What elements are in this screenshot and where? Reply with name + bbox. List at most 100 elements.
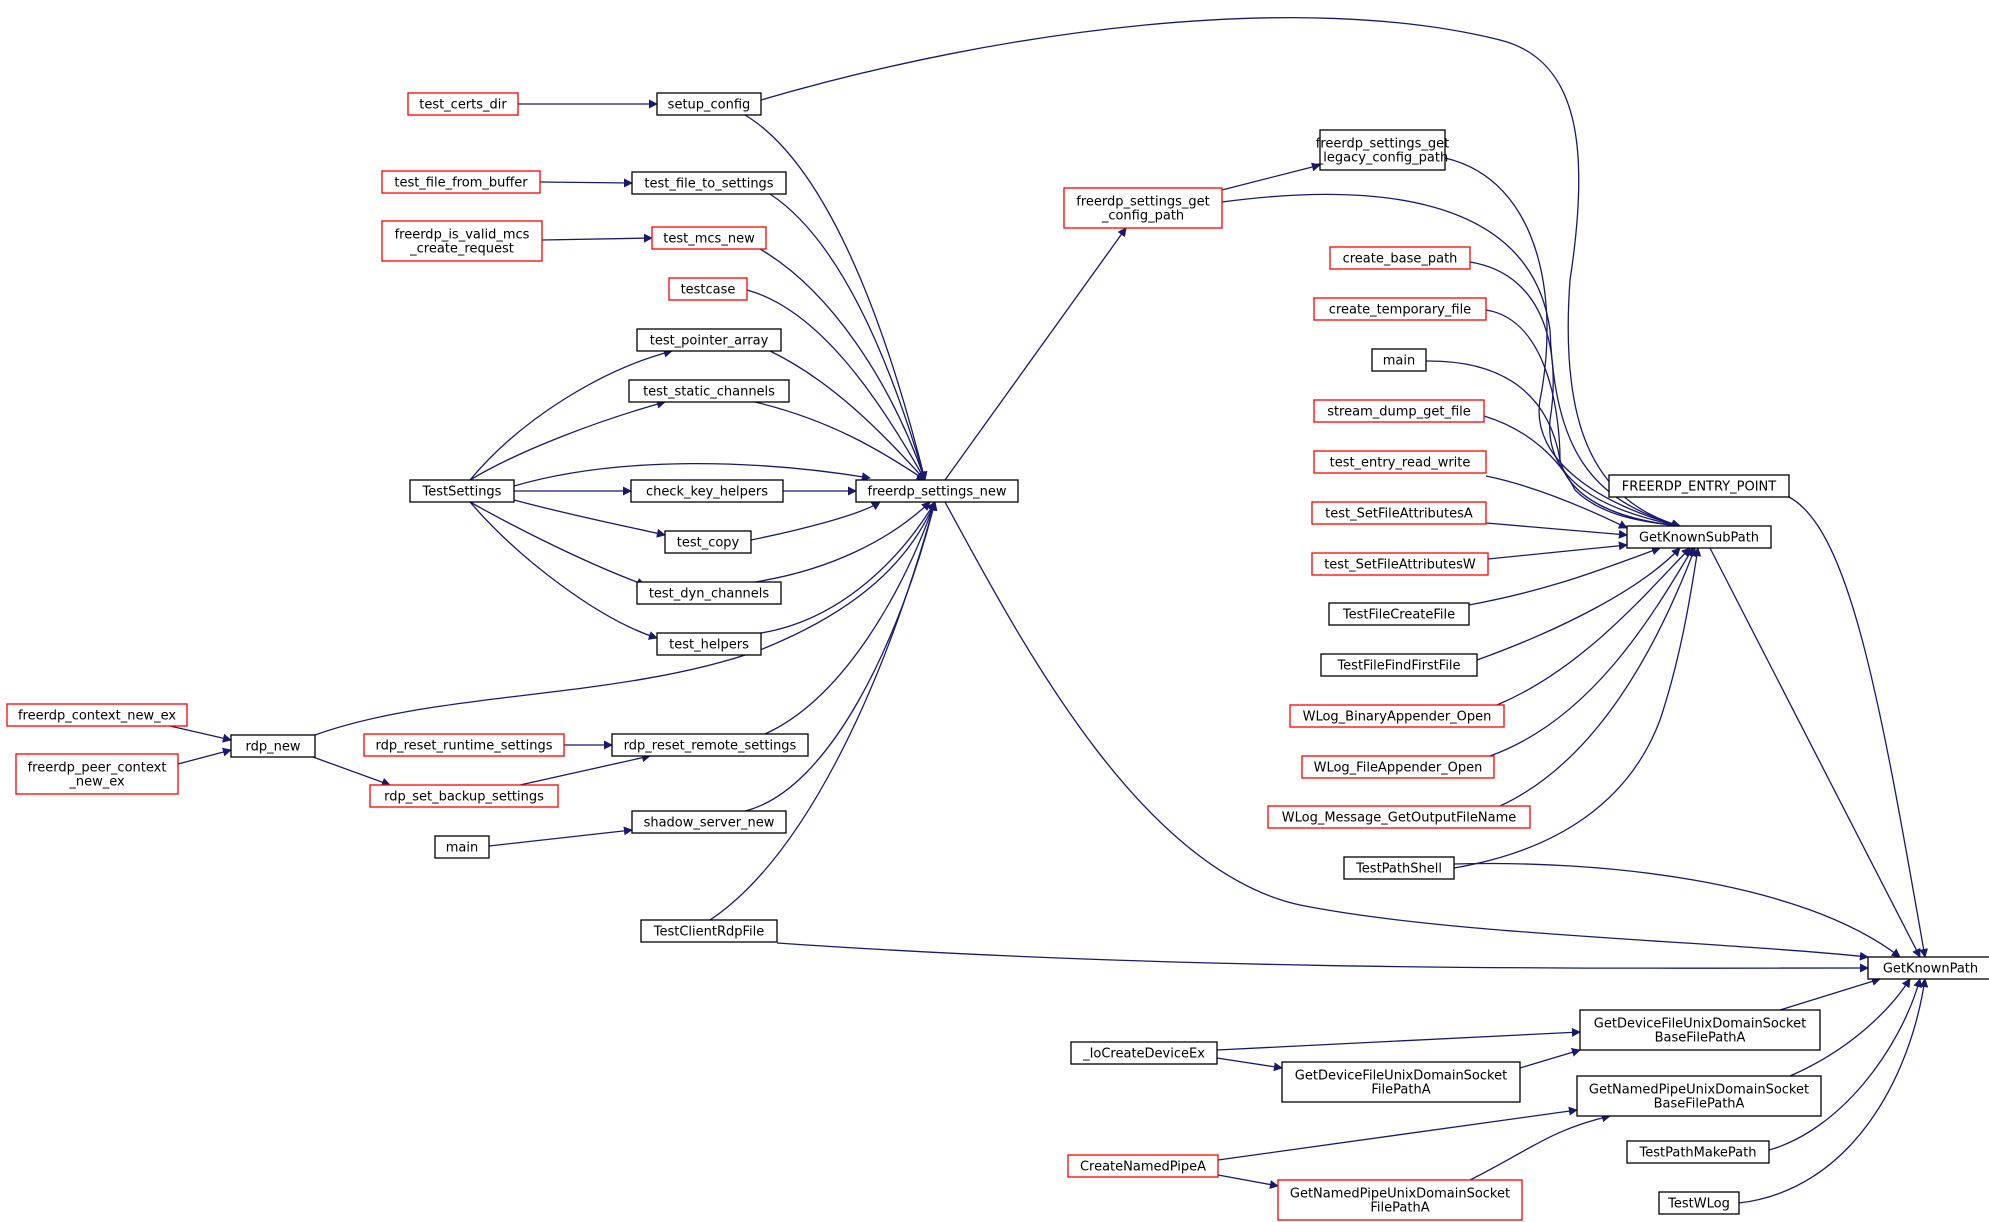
node-create_temporary_file[interactable]: create_temporary_file [1313,297,1487,321]
node-freerdp_settings_new[interactable]: freerdp_settings_new [855,479,1019,503]
node-rdp_reset_remote_settings[interactable]: rdp_reset_remote_settings [611,733,809,757]
node-box[interactable] [1608,474,1790,498]
node-box[interactable] [1658,1191,1740,1215]
node-box[interactable] [381,220,543,262]
node-box[interactable] [628,379,790,403]
node-freerdp_settings_get_legacy_config_path[interactable]: freerdp_settings_get_legacy_config_path [1316,129,1449,171]
node-box[interactable] [1626,1140,1770,1164]
node-box[interactable] [636,581,782,605]
node-GetKnownPath[interactable]: GetKnownPath [1867,956,1989,980]
node-box[interactable] [1328,602,1470,626]
node-box[interactable] [363,733,565,757]
node-test_file_to_settings[interactable]: test_file_to_settings [631,171,787,195]
node-freerdp_peer_context_new_ex[interactable]: freerdp_peer_context_new_ex [15,753,179,795]
node-box[interactable] [15,753,179,795]
node-box[interactable] [1277,1179,1523,1221]
node-rdp_new[interactable]: rdp_new [230,734,316,758]
node-box[interactable] [381,170,541,194]
node-freerdp_is_valid_mcs_create_request[interactable]: freerdp_is_valid_mcs_create_request [381,220,543,262]
node-box[interactable] [1267,805,1531,829]
node-WLog_Message_GetOutputFileName[interactable]: WLog_Message_GetOutputFileName [1267,805,1531,829]
node-check_key_helpers[interactable]: check_key_helpers [630,479,784,503]
node-shadow_server_new[interactable]: shadow_server_new [631,810,787,834]
node-test_entry_read_write[interactable]: test_entry_read_write [1313,450,1487,474]
node-test_static_channels[interactable]: test_static_channels [628,379,790,403]
node-box[interactable] [434,835,490,859]
node-box[interactable] [1313,399,1485,423]
node-box[interactable] [1289,704,1505,728]
node-WLog_BinaryAppender_Open[interactable]: WLog_BinaryAppender_Open [1289,704,1505,728]
node-box[interactable] [230,734,316,758]
node-test_mcs_new[interactable]: test_mcs_new [651,226,767,250]
node-TestFileCreateFile[interactable]: TestFileCreateFile [1328,602,1470,626]
node-box[interactable] [1371,348,1427,372]
node-box[interactable] [668,277,748,301]
node-box[interactable] [1301,755,1495,779]
node-box[interactable] [1281,1061,1521,1103]
node-setup_config[interactable]: setup_config [656,92,762,116]
node-box[interactable] [855,479,1019,503]
node-box[interactable] [630,479,784,503]
node-box[interactable] [664,530,752,554]
node-box[interactable] [1313,297,1487,321]
node-test_SetFileAttributesA[interactable]: test_SetFileAttributesA [1311,501,1487,525]
node-test_certs_dir[interactable]: test_certs_dir [407,92,519,116]
node-TestFileFindFirstFile[interactable]: TestFileFindFirstFile [1320,653,1478,677]
node-box[interactable] [1343,856,1455,880]
node-test_pointer_array[interactable]: test_pointer_array [636,328,782,352]
node-box[interactable] [1311,552,1489,576]
node-box[interactable] [1329,246,1471,270]
node-create_base_path[interactable]: create_base_path [1329,246,1471,270]
node-test_dyn_channels[interactable]: test_dyn_channels [636,581,782,605]
node-test_copy[interactable]: test_copy [664,530,752,554]
node-GetNamedPipeUnixDomainSocketBaseFilePathA[interactable]: GetNamedPipeUnixDomainSocketBaseFilePath… [1576,1075,1822,1117]
node-box[interactable] [631,171,787,195]
node-TestWLog[interactable]: TestWLog [1658,1191,1740,1215]
node-WLog_FileAppender_Open[interactable]: WLog_FileAppender_Open [1301,755,1495,779]
node-testcase[interactable]: testcase [668,277,748,301]
node-freerdp_settings_get_config_path[interactable]: freerdp_settings_get_config_path [1063,187,1223,229]
node-box[interactable] [1626,525,1772,549]
node-stream_dump_get_file[interactable]: stream_dump_get_file [1313,399,1485,423]
node-box[interactable] [1576,1075,1822,1117]
node-FREERDP_ENTRY_POINT[interactable]: FREERDP_ENTRY_POINT [1608,474,1790,498]
node-TestPathShell[interactable]: TestPathShell [1343,856,1455,880]
node-CreateNamedPipeA[interactable]: CreateNamedPipeA [1067,1154,1219,1178]
node-IoCreateDeviceEx[interactable]: _IoCreateDeviceEx [1070,1041,1218,1065]
node-test_file_from_buffer[interactable]: test_file_from_buffer [381,170,541,194]
node-box[interactable] [656,632,762,656]
node-box[interactable] [1867,956,1989,980]
node-TestSettings[interactable]: TestSettings [409,479,515,503]
node-TestClientRdpFile[interactable]: TestClientRdpFile [640,919,778,943]
node-box[interactable] [369,784,559,808]
node-test_helpers[interactable]: test_helpers [656,632,762,656]
node-box[interactable] [636,328,782,352]
node-box[interactable] [1311,501,1487,525]
node-box[interactable] [1070,1041,1218,1065]
node-box[interactable] [1579,1009,1821,1051]
node-box[interactable] [1313,450,1487,474]
node-box[interactable] [6,703,188,727]
node-box[interactable] [651,226,767,250]
node-rdp_set_backup_settings[interactable]: rdp_set_backup_settings [369,784,559,808]
node-main_right[interactable]: main [1371,348,1427,372]
node-box[interactable] [1067,1154,1219,1178]
node-box[interactable] [1320,653,1478,677]
node-box[interactable] [611,733,809,757]
node-box[interactable] [407,92,519,116]
node-box[interactable] [1063,187,1223,229]
node-box[interactable] [409,479,515,503]
node-GetKnownSubPath[interactable]: GetKnownSubPath [1626,525,1772,549]
node-box[interactable] [631,810,787,834]
node-TestPathMakePath[interactable]: TestPathMakePath [1626,1140,1770,1164]
node-main_left[interactable]: main [434,835,490,859]
node-rdp_reset_runtime_settings[interactable]: rdp_reset_runtime_settings [363,733,565,757]
node-box[interactable] [1319,129,1446,171]
node-freerdp_context_new_ex[interactable]: freerdp_context_new_ex [6,703,188,727]
node-box[interactable] [640,919,778,943]
node-box[interactable] [656,92,762,116]
node-test_SetFileAttributesW[interactable]: test_SetFileAttributesW [1311,552,1489,576]
node-GetDeviceFileUnixDomainSocketBaseFilePathA[interactable]: GetDeviceFileUnixDomainSocketBaseFilePat… [1579,1009,1821,1051]
